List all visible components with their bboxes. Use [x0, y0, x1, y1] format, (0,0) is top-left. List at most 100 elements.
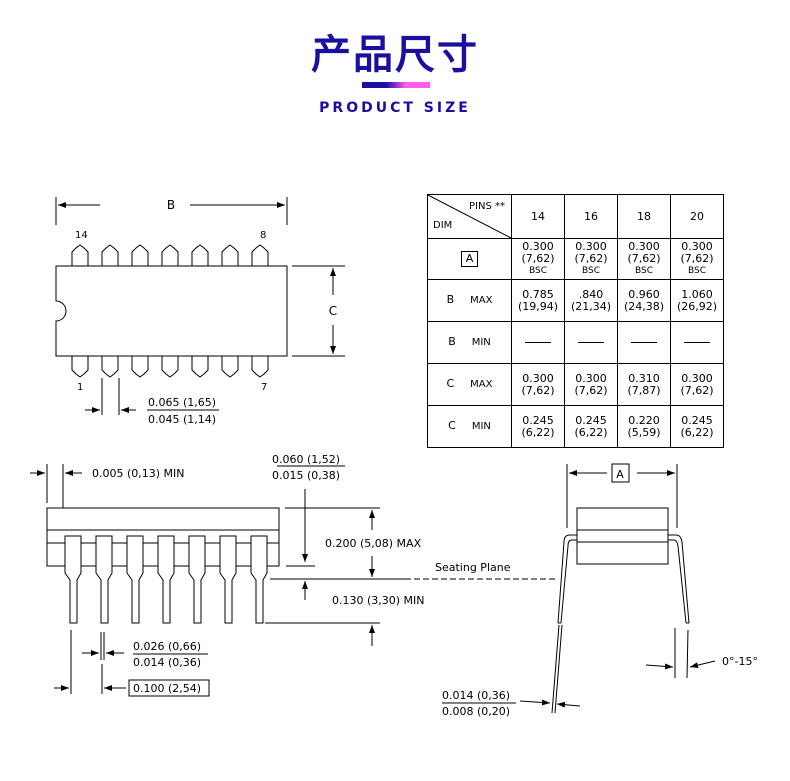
top-pin	[71, 244, 89, 266]
angle-label: 0°-15°	[722, 655, 758, 668]
value-inch: 0.300	[681, 240, 713, 253]
side-view	[30, 464, 405, 697]
side-pin	[250, 535, 268, 624]
top-pin	[221, 244, 239, 266]
not-applicable-dash	[578, 342, 604, 343]
bottom-pin	[71, 356, 89, 378]
bottom-pin	[101, 356, 119, 378]
table-cell	[670, 321, 724, 364]
value-note: BSC	[687, 266, 706, 276]
seating-plane-label: Seating Plane	[435, 561, 511, 574]
value-mm: (7,62)	[574, 383, 608, 397]
pin-count-header: 14	[511, 194, 565, 239]
value-mm: (7,62)	[521, 383, 555, 397]
angle-arrow-left	[645, 663, 674, 670]
lead-length-label: 0.130 (3,30) MIN	[332, 594, 425, 607]
not-applicable-dash	[525, 342, 551, 343]
side-pin	[188, 535, 206, 624]
pin-width-min: 0.045 (1,14)	[148, 413, 216, 426]
value-inch: 0.310	[628, 371, 660, 385]
end-body-mid	[576, 529, 669, 543]
table-cell: 0.960(24,38)	[617, 279, 671, 322]
pitch-label: 0.100 (2,54)	[133, 682, 201, 695]
end-view	[405, 463, 716, 714]
side-pin	[95, 535, 113, 624]
bottom-pin	[191, 356, 209, 378]
value-inch: 0.300	[575, 240, 607, 253]
dim-label: A	[460, 251, 479, 267]
table-cell: 0.300(7,62)BSC	[511, 238, 565, 280]
table-cell: 0.220(5,59)	[617, 405, 671, 448]
left-lead-inner	[560, 539, 577, 624]
dim-label-cell: C MIN	[427, 405, 512, 448]
pin-label-7: 7	[261, 382, 267, 393]
dim-label-cell: A	[427, 238, 512, 280]
left-lead-outer	[557, 534, 577, 624]
end-body-upper	[576, 507, 669, 531]
angle-arrow-right	[689, 660, 716, 669]
corner-dim-label: DIM	[433, 220, 453, 231]
value-mm: (26,92)	[676, 299, 718, 313]
value-mm: (19,94)	[517, 299, 559, 313]
bottom-pin	[161, 356, 179, 378]
table-cell: 0.300(7,62)BSC	[617, 238, 671, 280]
bottom-pin	[251, 356, 269, 378]
dim-qualifier: MIN	[471, 337, 491, 348]
pin-count-header: 16	[564, 194, 618, 239]
dim-a-label: A	[616, 468, 624, 481]
lead-thickness-arrow-left	[519, 699, 551, 706]
pin-count-header: 18	[617, 194, 671, 239]
value-mm: (7,62)	[627, 252, 661, 265]
value-mm: (7,62)	[680, 383, 714, 397]
table-cell: 0.300(7,62)BSC	[564, 238, 618, 280]
table-cell: 0.245(6,22)	[670, 405, 724, 448]
dim-label: C	[446, 377, 455, 390]
table-cell: .840(21,34)	[564, 279, 618, 322]
table-cell: 0.300(7,62)	[511, 363, 565, 406]
dim-c-label: C	[329, 304, 337, 318]
value-inch: 1.060	[681, 287, 713, 301]
chip-body-top	[55, 265, 288, 357]
table-cell: 0.245(6,22)	[511, 405, 565, 448]
pin-width-max: 0.065 (1,65)	[148, 396, 216, 409]
value-note: BSC	[581, 266, 600, 276]
not-applicable-dash	[631, 342, 657, 343]
value-mm: (5,59)	[627, 425, 661, 439]
bottom-pin	[221, 356, 239, 378]
standoff-label: 0.005 (0,13) MIN	[92, 467, 185, 480]
page-subtitle: PRODUCT SIZE	[319, 100, 471, 116]
table-cell	[564, 321, 618, 364]
value-mm: (24,38)	[623, 299, 665, 313]
dim-label: C	[448, 419, 456, 432]
corner-diagonal	[428, 195, 511, 238]
value-mm: (7,62)	[680, 252, 714, 265]
value-inch: 0.245	[681, 413, 713, 427]
value-inch: .840	[578, 287, 604, 301]
height-label: 0.200 (5,08) MAX	[325, 537, 422, 550]
chip-body-upper	[46, 507, 280, 531]
table-cell: 1.060(26,92)	[670, 279, 724, 322]
dim-b-label: B	[167, 198, 175, 212]
end-body-lower	[576, 541, 669, 565]
dim-qualifier: MIN	[471, 421, 491, 432]
shoulder-min: 0.015 (0,38)	[272, 469, 340, 482]
value-mm: (6,22)	[521, 425, 555, 439]
side-pin	[219, 535, 237, 624]
value-inch: 0.960	[628, 287, 660, 301]
value-mm: (7,87)	[627, 383, 661, 397]
right-lead-outer	[668, 534, 690, 624]
value-mm: (6,22)	[574, 425, 608, 439]
top-pin	[161, 244, 179, 266]
top-view	[55, 197, 345, 415]
dim-qualifier: MAX	[470, 295, 493, 306]
left-lead-tail-inner	[554, 624, 563, 714]
